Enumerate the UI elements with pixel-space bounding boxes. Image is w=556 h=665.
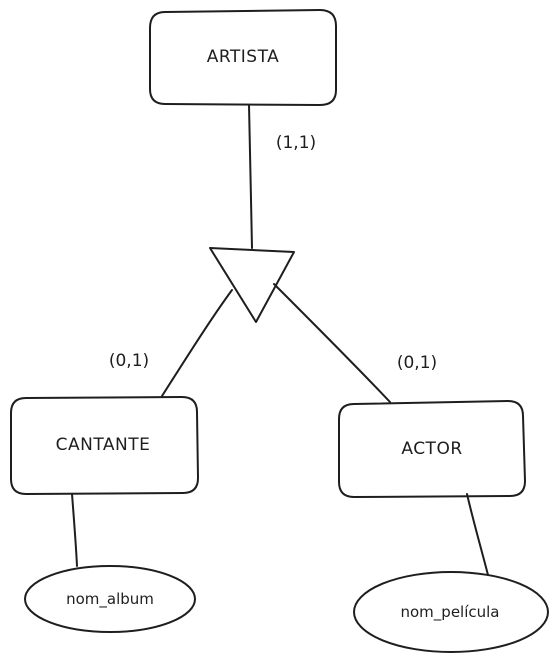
actor-label: ACTOR (401, 439, 462, 459)
cantante-to-attr-line (71, 493, 78, 567)
actor-entity-box[interactable] (338, 400, 526, 498)
artista-label: ARTISTA (207, 47, 280, 67)
artista-entity-box[interactable] (149, 9, 337, 106)
cantante-label: CANTANTE (56, 435, 151, 455)
actor-cardinality: (0,1) (397, 353, 437, 373)
actor-to-attr-line (466, 493, 489, 576)
nom-album-attribute-ellipse[interactable] (24, 565, 196, 633)
nom-pelicula-attribute-ellipse[interactable] (353, 571, 549, 653)
artista-cardinality: (1,1) (276, 133, 316, 153)
specialization-triangle[interactable] (209, 247, 295, 323)
triangle-to-cantante-line (161, 289, 233, 397)
triangle-to-actor-line (273, 283, 391, 403)
artista-to-triangle-line (248, 104, 253, 249)
cantante-cardinality: (0,1) (109, 351, 149, 371)
nom-pelicula-label: nom_película (401, 603, 500, 622)
cantante-entity-box[interactable] (10, 396, 199, 495)
nom-album-label: nom_album (66, 590, 154, 609)
